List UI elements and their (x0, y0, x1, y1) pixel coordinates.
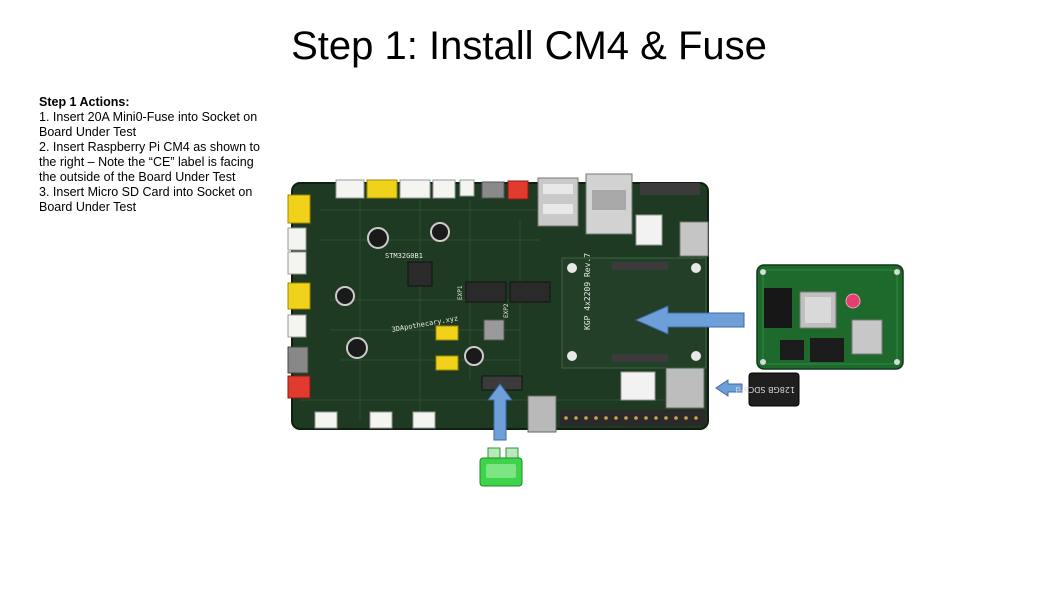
mcu-label: STM32G0B1 (385, 252, 423, 260)
mini-fuse (479, 447, 523, 487)
cm4-module (756, 264, 904, 370)
action-item-1: 1. Insert 20A Mini0-Fuse into Socket on … (39, 110, 258, 139)
exp2-label: EXP2 (503, 303, 510, 318)
action-item-3: 3. Insert Micro SD Card into Socket on B… (39, 185, 253, 214)
board-under-test: STM32G0B1 3DApothecary.xyz KGP 4x2209 Re… (287, 173, 709, 433)
fuse-arrow-icon (487, 383, 513, 441)
page-title: Step 1: Install CM4 & Fuse (291, 24, 767, 68)
micro-sd-card: 128GB SDCard (736, 372, 800, 407)
cm4-arrow-icon (634, 305, 745, 335)
actions-heading: Step 1 Actions: (39, 95, 130, 109)
exp1-label: EXP1 (457, 285, 464, 300)
sd-card-label: 128GB SDCard (736, 385, 795, 394)
board-model-label: KGP 4x2209 Rev.7 (583, 253, 592, 330)
sd-arrow-icon (715, 379, 743, 397)
action-item-2: 2. Insert Raspberry Pi CM4 as shown to t… (39, 140, 260, 184)
actions-list: Step 1 Actions: 1. Insert 20A Mini0-Fuse… (39, 95, 264, 215)
